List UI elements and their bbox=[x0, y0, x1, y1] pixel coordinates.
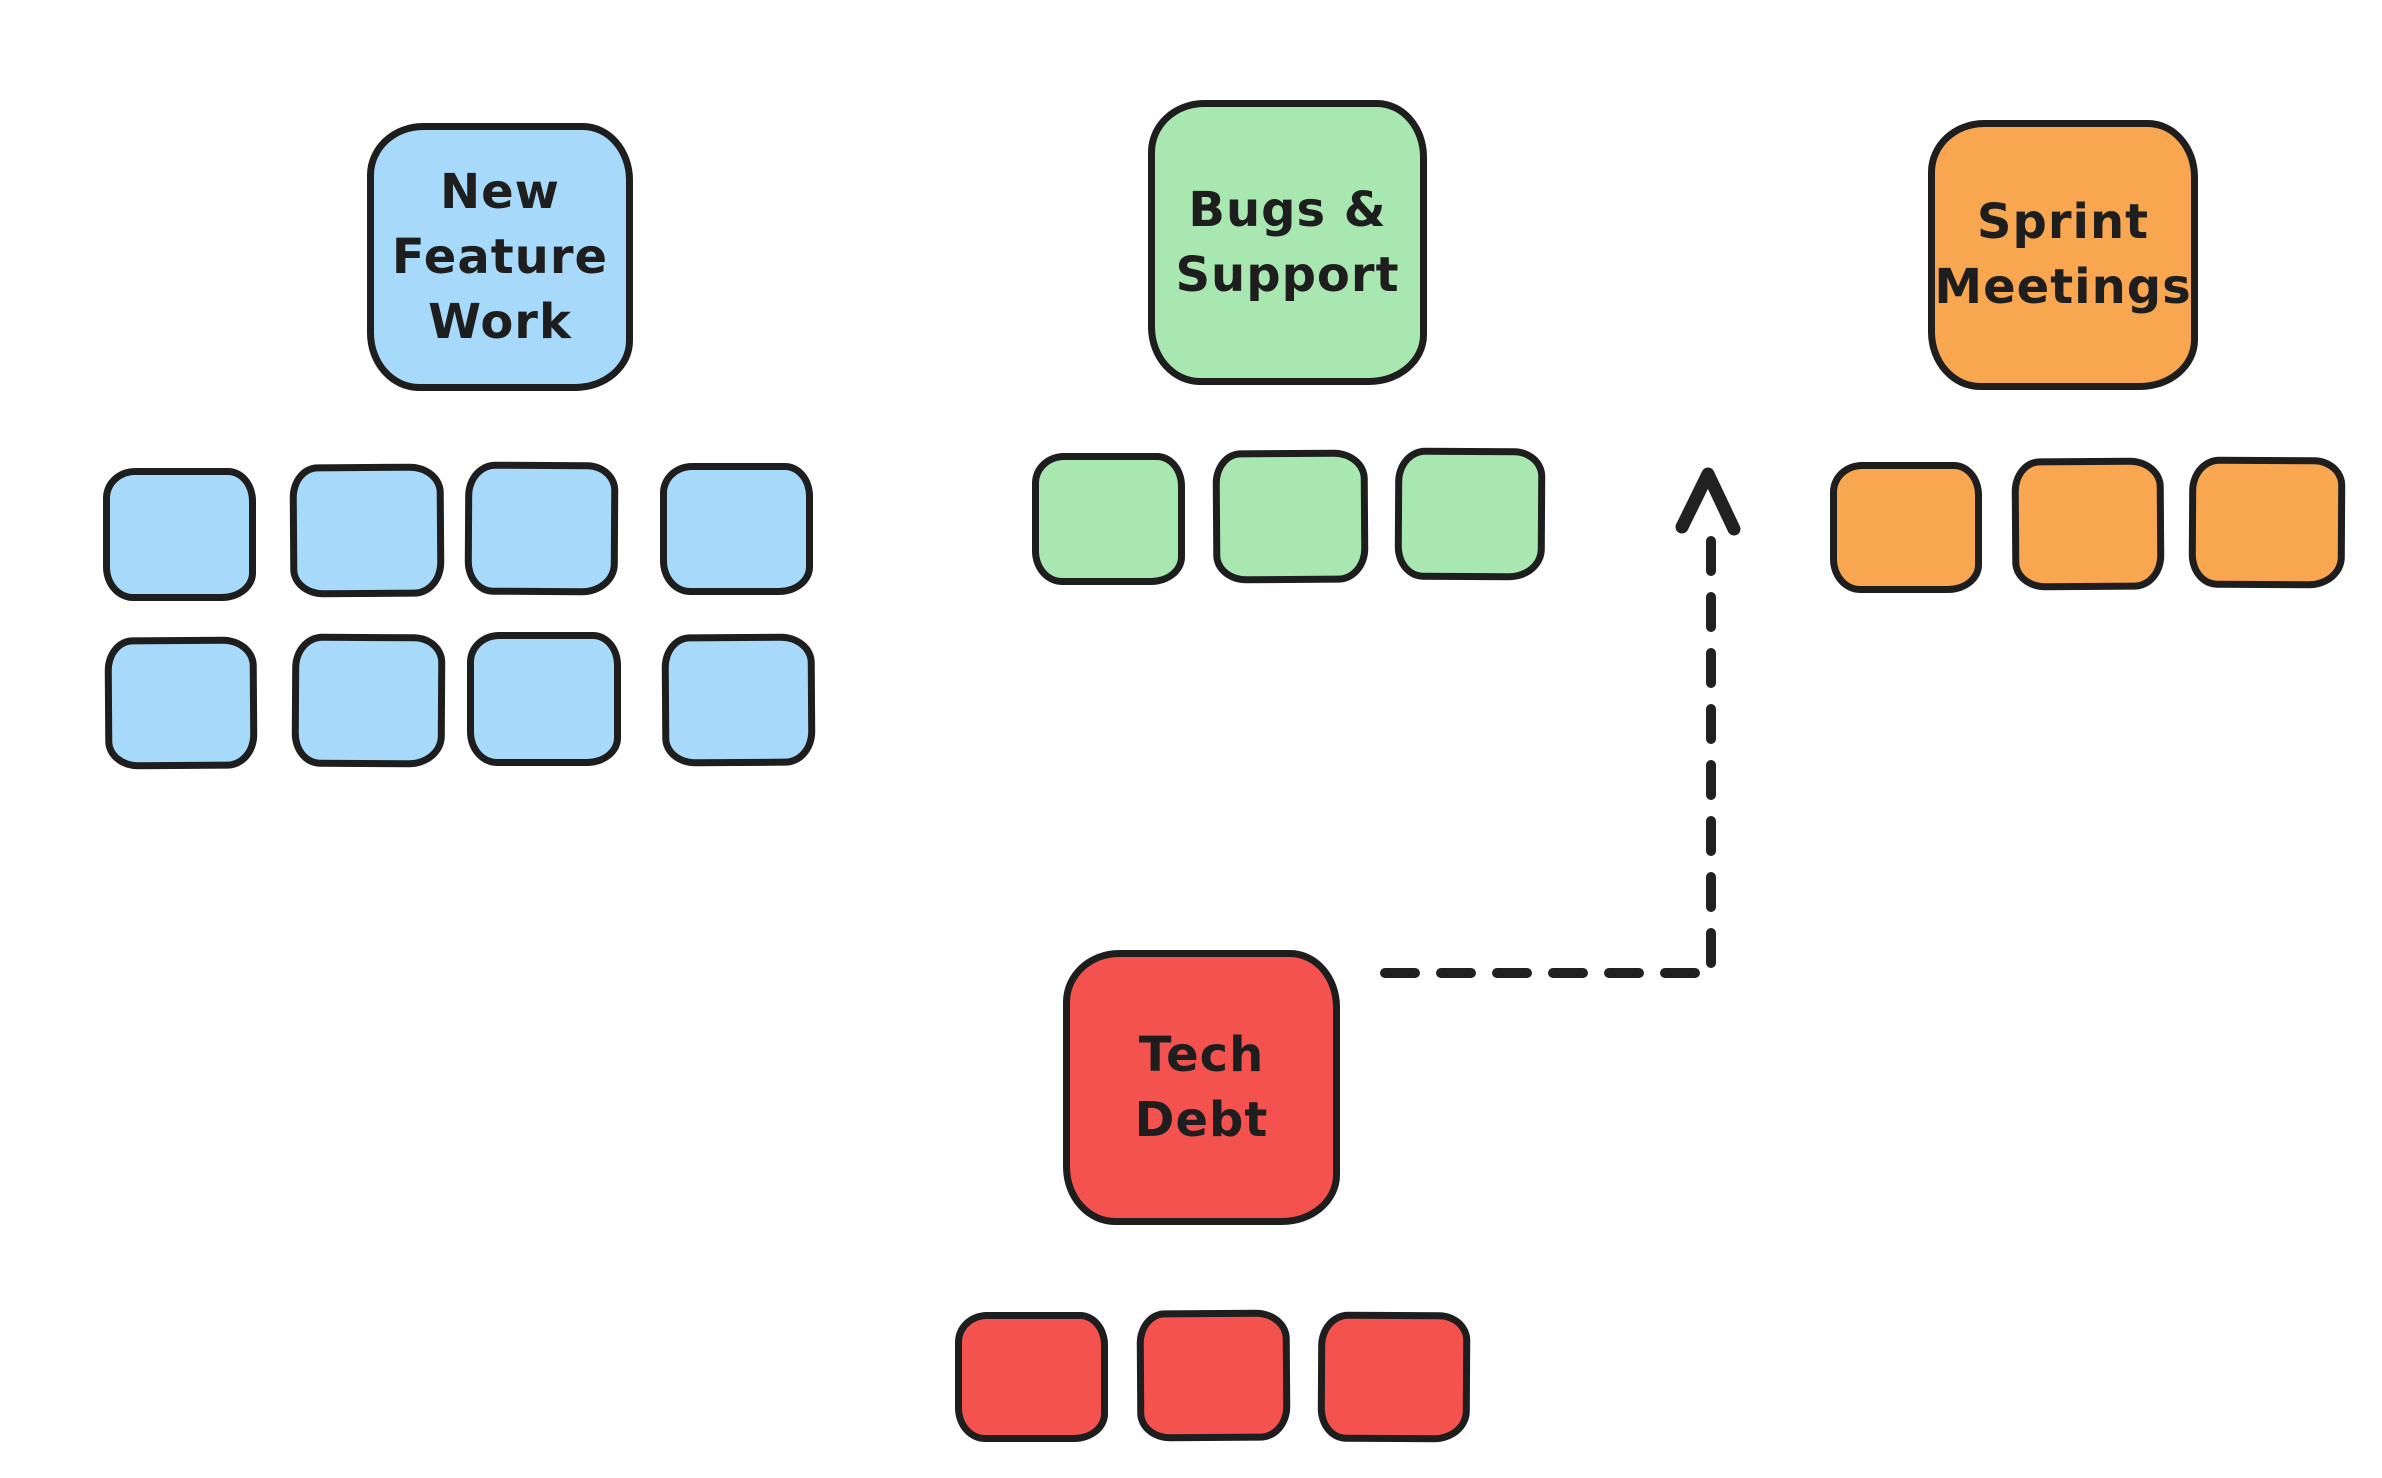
new-feature-work-block[interactable] bbox=[661, 633, 816, 767]
new-feature-work-block[interactable] bbox=[464, 461, 619, 596]
arrow-dashed-line bbox=[1380, 530, 1716, 978]
node-bugs-support[interactable]: Bugs & Support bbox=[1148, 100, 1427, 385]
bugs-support-block[interactable] bbox=[1212, 449, 1369, 584]
node-bugs-support-label-line: Bugs & bbox=[1188, 181, 1387, 238]
new-feature-work-block[interactable] bbox=[660, 463, 813, 595]
node-sprint-meetings-label-line: Sprint bbox=[1976, 194, 2150, 250]
node-new-feature-work-label-line: New bbox=[439, 163, 561, 220]
node-sprint-meetings-label-line: Meetings bbox=[1934, 259, 2192, 315]
sprint-meetings-block[interactable] bbox=[2011, 457, 2165, 591]
node-new-feature-work-label-line: Feature bbox=[391, 228, 609, 285]
tech-debt-block[interactable] bbox=[1317, 1311, 1471, 1443]
node-bugs-support-label-line: Support bbox=[1175, 246, 1400, 303]
bugs-support-block[interactable] bbox=[1394, 447, 1546, 581]
bugs-support-block[interactable] bbox=[1032, 453, 1185, 585]
node-tech-debt-label-line: Debt bbox=[1134, 1091, 1269, 1148]
tech-debt-block[interactable] bbox=[955, 1312, 1108, 1442]
new-feature-work-block[interactable] bbox=[467, 632, 621, 766]
tech-debt-block[interactable] bbox=[1136, 1309, 1291, 1442]
node-new-feature-work-label-line: Work bbox=[428, 293, 572, 350]
new-feature-work-block[interactable] bbox=[291, 633, 446, 768]
node-tech-debt-label-line: Tech bbox=[1138, 1026, 1265, 1083]
sprint-meetings-block[interactable] bbox=[1830, 462, 1982, 593]
new-feature-work-block[interactable] bbox=[103, 468, 256, 601]
sprint-meetings-block[interactable] bbox=[2188, 456, 2346, 589]
arrow-head-icon bbox=[1675, 467, 1741, 536]
new-feature-work-block[interactable] bbox=[289, 463, 445, 598]
new-feature-work-block[interactable] bbox=[104, 636, 258, 770]
